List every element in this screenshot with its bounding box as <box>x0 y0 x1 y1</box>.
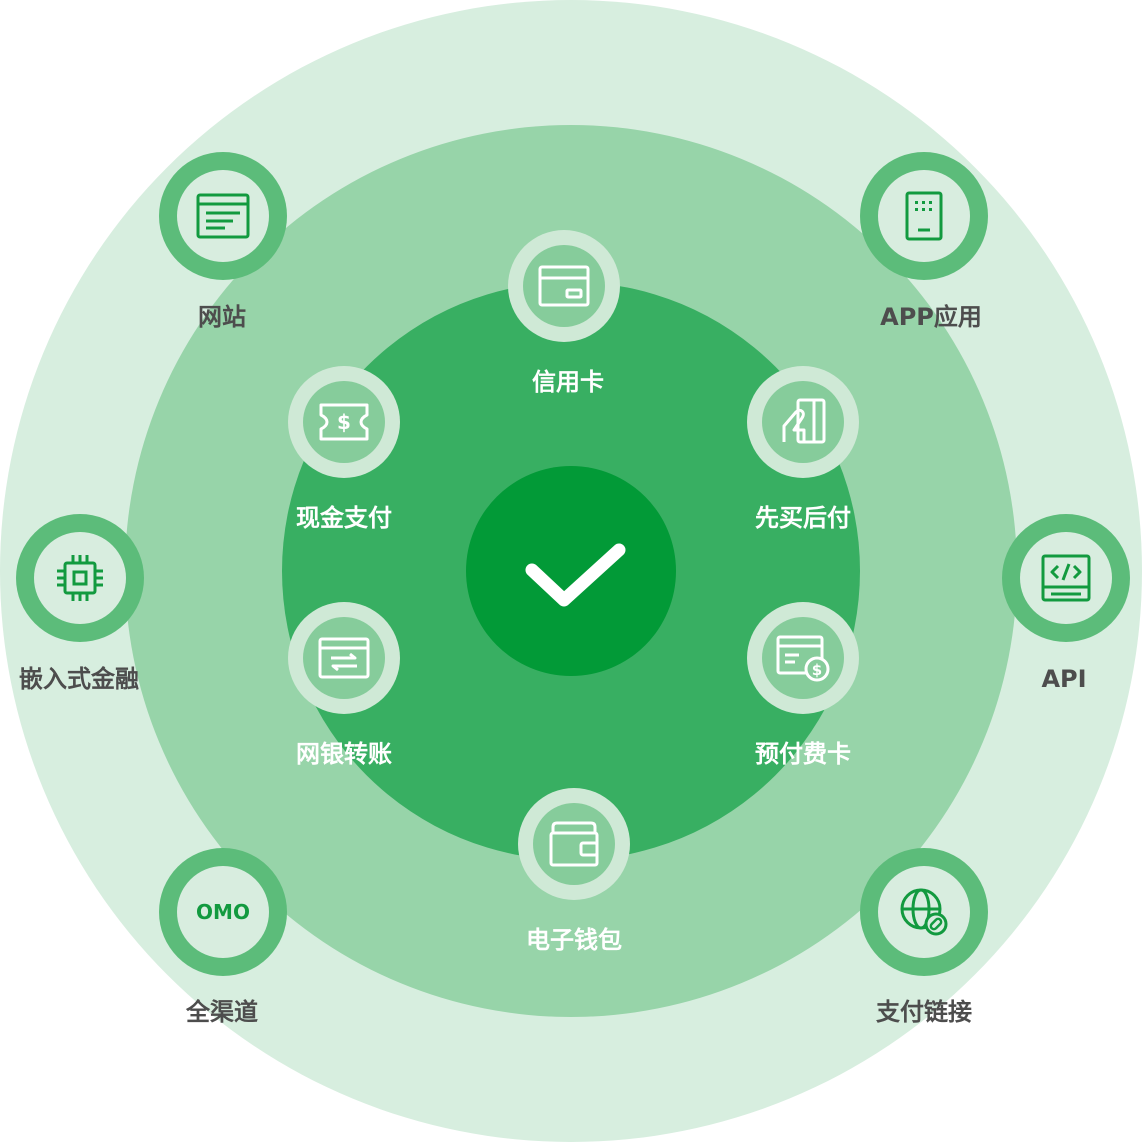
method-prepaid-card[interactable]: $ <box>747 602 859 714</box>
channel-app-label: APP应用 <box>880 303 982 331</box>
globe-link-icon <box>900 888 948 936</box>
channel-payment-link-label: 支付链接 <box>876 998 972 1026</box>
channel-embedded-finance[interactable] <box>16 514 144 642</box>
method-buy-now-pay-later-label: 先买后付 <box>755 504 851 532</box>
method-credit-card-label: 信用卡 <box>532 368 604 396</box>
mobile-app-icon <box>905 191 943 241</box>
buy-now-pay-later-icon <box>782 398 826 444</box>
center-circle <box>466 466 676 676</box>
channel-api-label: API <box>1041 665 1087 693</box>
channel-payment-link[interactable] <box>860 848 988 976</box>
method-prepaid-card-label: 预付费卡 <box>755 740 851 768</box>
check-icon <box>525 543 626 607</box>
method-cash-label: 现金支付 <box>296 504 392 532</box>
wallet-icon <box>549 821 599 867</box>
svg-text:$: $ <box>812 661 822 679</box>
method-credit-card[interactable] <box>508 230 620 342</box>
method-e-wallet-label: 电子钱包 <box>526 926 622 954</box>
method-buy-now-pay-later[interactable] <box>747 366 859 478</box>
omo-text-icon: OMO <box>196 900 250 924</box>
svg-text:$: $ <box>337 410 351 434</box>
method-bank-transfer-label: 网银转账 <box>296 740 392 768</box>
chip-icon <box>57 555 103 601</box>
method-bank-transfer[interactable] <box>288 602 400 714</box>
channel-website[interactable] <box>159 152 287 280</box>
browser-window-icon <box>196 193 250 239</box>
channel-app[interactable] <box>860 152 988 280</box>
cash-ticket-icon: $ <box>319 403 369 441</box>
method-cash[interactable]: $ <box>288 366 400 478</box>
credit-card-icon <box>538 265 590 307</box>
channel-omnichannel-label: 全渠道 <box>186 998 258 1026</box>
bank-transfer-icon <box>318 637 370 679</box>
prepaid-card-icon: $ <box>776 635 830 682</box>
channel-omnichannel[interactable]: OMO <box>159 848 287 976</box>
method-e-wallet[interactable] <box>518 788 630 900</box>
code-icon <box>1041 554 1091 602</box>
channel-api[interactable] <box>1002 514 1130 642</box>
channel-website-label: 网站 <box>198 303 246 331</box>
channel-embedded-finance-label: 嵌入式金融 <box>19 665 139 693</box>
